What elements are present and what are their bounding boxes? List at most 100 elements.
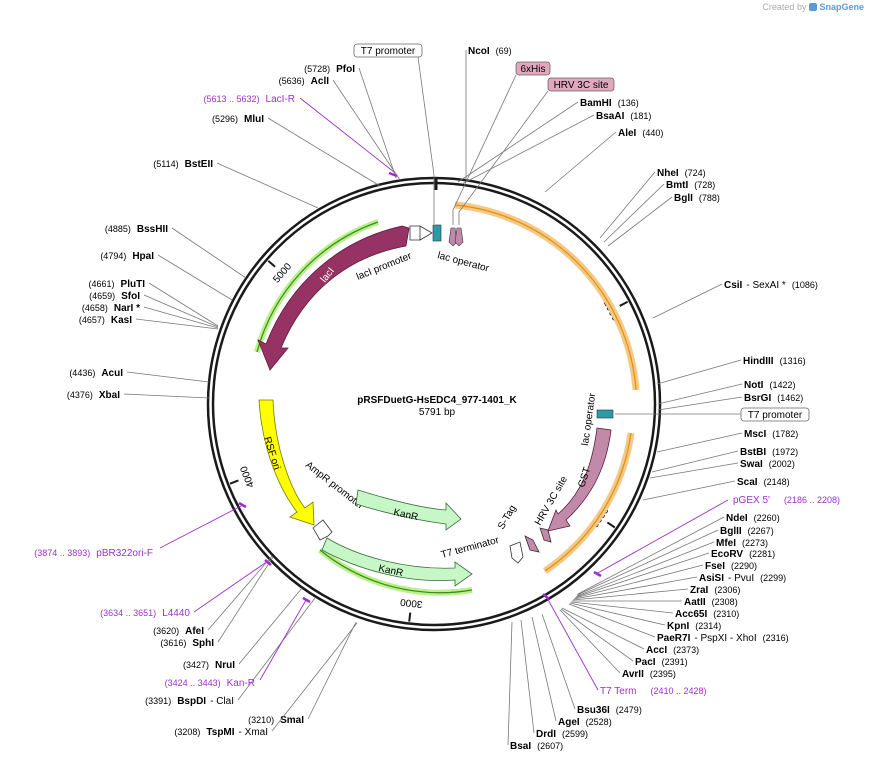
boxed-label-hrv3c: HRV 3C site [458, 77, 615, 225]
kanr-label-1: KanR [392, 507, 419, 523]
site-name: BsaAI [596, 111, 625, 122]
site-name: SmaI [280, 715, 304, 726]
lac-operator-top-label: lac operator [436, 250, 491, 274]
site-leader [559, 609, 621, 674]
site-label: AsiSI- PvuI(2299) [699, 573, 786, 584]
site-name: AsiSI [699, 573, 724, 584]
site-name: ScaI [737, 477, 758, 488]
site-name: ZraI [690, 585, 709, 596]
site-pos: (5636) [279, 76, 305, 86]
site-pos: (5114) [153, 159, 178, 169]
t7-promoter-marker [432, 224, 442, 242]
site-label: BmtI (728) [666, 180, 715, 191]
primer-label: (3874 .. 3893)pBR322ori-F [34, 548, 153, 559]
site-pos: (5728) [304, 64, 330, 74]
site-name: CsiI [724, 280, 743, 291]
site-pos: (2310) [713, 609, 739, 619]
site-leader [207, 555, 273, 631]
rsf-ori-feature [258, 399, 315, 526]
site-leader [520, 619, 535, 734]
site-label: MscI(1782) [744, 429, 798, 440]
site-label: (4885) BssHII [105, 224, 168, 235]
site-name: AccI [646, 645, 667, 656]
site-pos: (2314) [695, 621, 721, 631]
plasmid-length: 5791 bp [419, 407, 456, 418]
site-label: Bsu36I(2479) [577, 705, 642, 716]
site-leader [649, 462, 739, 479]
site-leader [575, 552, 710, 598]
site-leader [651, 450, 739, 473]
site-name: BamHI [580, 98, 612, 109]
site-name: AfeI [185, 626, 204, 637]
site-leader [573, 576, 698, 600]
primer-leader [193, 560, 269, 613]
site-label: AatII(2308) [684, 597, 738, 608]
tick-mark [229, 479, 239, 485]
site-pos: (2528) [586, 717, 612, 727]
primer-range: (3424 .. 3443) [165, 678, 221, 688]
site-pos: (788) [699, 193, 720, 203]
site-name: BstEII [185, 159, 214, 170]
site-leader [457, 101, 579, 183]
site-leader [157, 254, 233, 301]
restriction-site-group: NcoI(69)BamHI(136)BsaAI(181)AleI(440)Nhe… [67, 46, 818, 752]
site-label: (5636) AclI [279, 76, 330, 87]
primer-binding-mark [238, 501, 247, 509]
site-label: NcoI(69) [468, 46, 512, 57]
site-name: AvrII [622, 669, 644, 680]
tick-mark [408, 612, 412, 622]
green-line-top [256, 221, 379, 353]
site-pos: (2290) [731, 561, 757, 571]
site-pos: (1316) [780, 356, 806, 366]
site-name: EcoRV [711, 549, 743, 560]
site-label: (3208)TspMI- XmaI [174, 727, 268, 738]
site-pos: (4657) [79, 315, 105, 325]
site-label: PaeR7I- PspXI - XhoI(2316) [657, 633, 789, 644]
t7-promoter-right-marker [596, 409, 614, 419]
site-leader [569, 602, 666, 626]
site-leader [561, 607, 645, 650]
tick-mark [606, 521, 616, 529]
site-extra: - XmaI [239, 727, 268, 738]
site-label: BstBI(1972) [740, 447, 798, 458]
site-label: BglII(2267) [720, 526, 774, 537]
site-pos: (2308) [712, 597, 738, 607]
site-name: AclI [311, 76, 330, 87]
site-leader [652, 283, 723, 319]
lacI-feature [257, 225, 410, 371]
site-name: BmtI [666, 180, 688, 191]
site-name: BssHII [137, 224, 168, 235]
site-label: (4661)PluTI [89, 279, 146, 290]
site-extra: - ClaI [210, 696, 234, 707]
site-label: AgeI(2528) [558, 717, 612, 728]
site-label: (3391)BspDI- ClaI [145, 696, 234, 707]
site-label: (5728)PfoI [304, 64, 355, 75]
site-pos: (1782) [772, 429, 798, 439]
site-leader [576, 529, 719, 596]
primer-leader [299, 97, 395, 173]
site-leader [143, 294, 219, 328]
site-label: NdeI(2260) [726, 513, 780, 524]
site-label: (4659)SfoI [89, 291, 140, 302]
site-extra: - PvuI [728, 573, 754, 584]
kanr-feature-2 [321, 537, 473, 587]
site-name: FseI [705, 561, 725, 572]
site-label: NotI(1422) [744, 380, 795, 391]
site-label: CsiI- SexAI *(1086) [724, 280, 818, 291]
site-pos: (728) [694, 180, 715, 190]
hrv-site-marker [454, 227, 464, 247]
site-leader [603, 183, 665, 243]
site-name: SfoI [121, 291, 140, 302]
site-name: BglII [720, 526, 742, 537]
site-label: BglI(788) [674, 193, 720, 204]
primer-binding-mark [302, 596, 311, 604]
primer-leader [545, 595, 599, 691]
orange-line-bottom [544, 432, 632, 572]
site-pos: (4376) [67, 390, 93, 400]
site-pos: (4885) [105, 224, 131, 234]
svg-text:T7 promoter: T7 promoter [361, 46, 416, 57]
site-leader [267, 117, 381, 187]
credit: Created by SnapGene [762, 2, 864, 12]
site-label: AccI(2373) [646, 645, 699, 656]
